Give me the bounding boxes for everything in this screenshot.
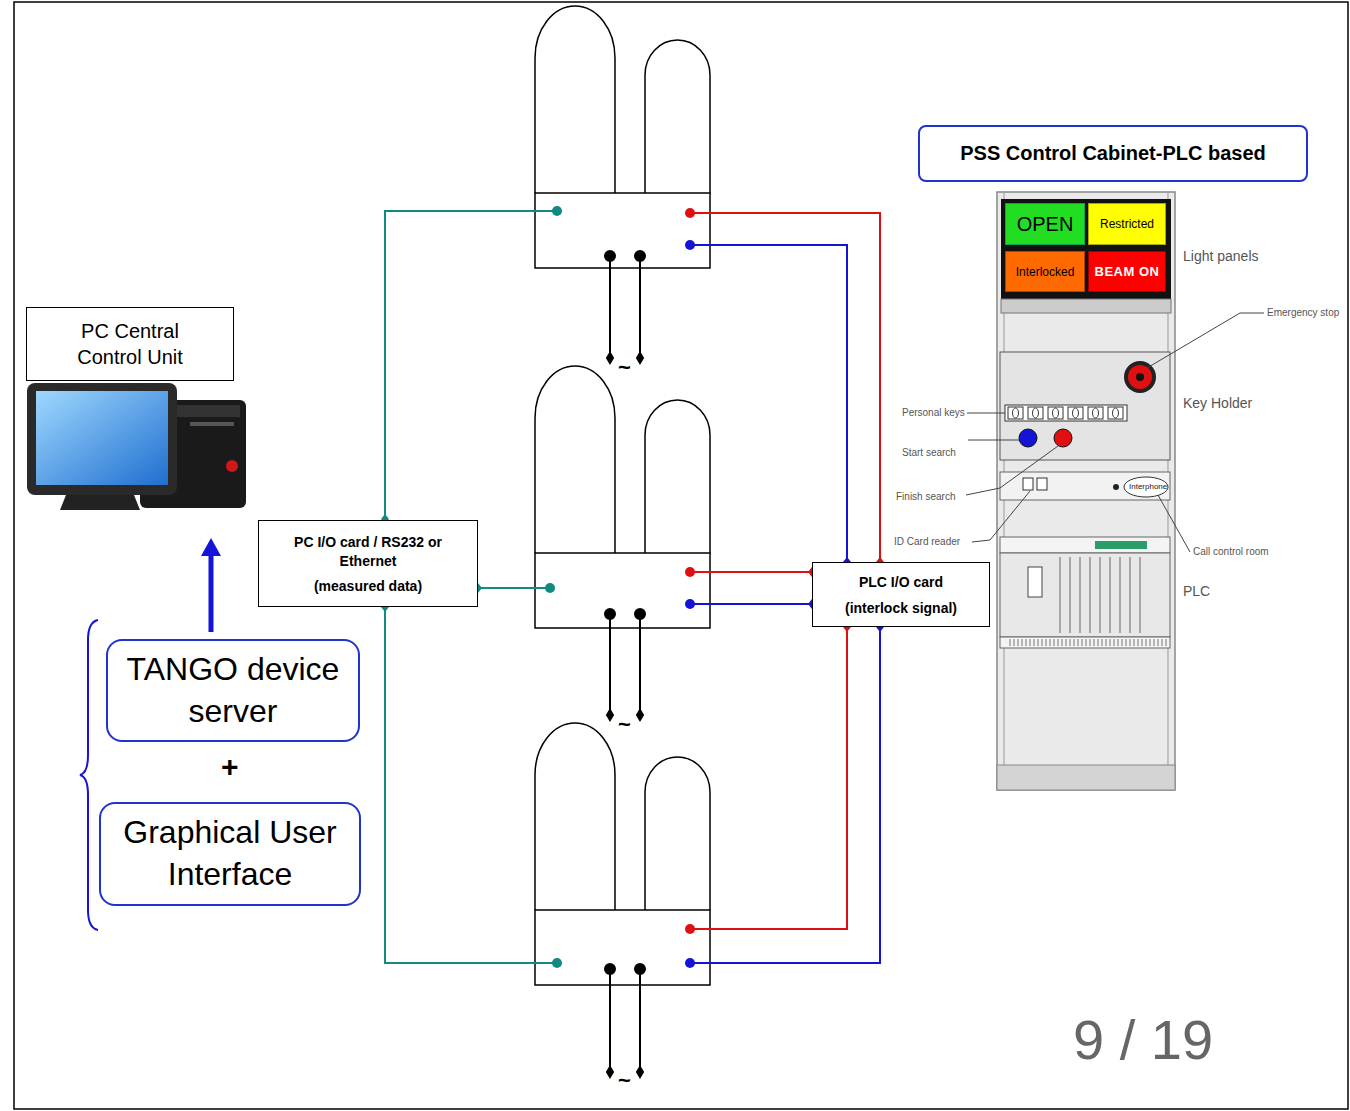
part-label: Interphone (1129, 483, 1167, 491)
pss-cabinet (997, 192, 1175, 790)
part-label: Emergency stop (1267, 308, 1339, 318)
software-box: Graphical User Interface (99, 802, 361, 906)
ac-symbol: ~ (618, 357, 631, 379)
io-card-box: PC I/O card / RS232 or Ethernet (measured… (258, 520, 478, 607)
node-text: Restricted (1100, 217, 1154, 231)
page-number: 9 / 19 (1073, 1012, 1213, 1068)
light-panel: BEAM ON (1088, 251, 1166, 292)
part-label: Start search (902, 448, 956, 458)
part-label: + (221, 752, 239, 782)
part-label: ID Card reader (894, 537, 960, 547)
node-text: PC I/O card / RS232 or Ethernet (266, 533, 471, 571)
brace (80, 620, 98, 930)
node-text: TANGO device server (113, 649, 353, 732)
node-text: (interlock signal) (845, 600, 957, 616)
part-label: Finish search (896, 492, 955, 502)
flow-arrow (201, 538, 221, 632)
node-text: PC Central Control Unit (68, 318, 193, 370)
detector (535, 723, 710, 985)
computer-icon (27, 383, 246, 510)
ac-symbol: ~ (618, 1070, 631, 1092)
title-box: PSS Control Cabinet-PLC based (918, 125, 1308, 182)
node-text: Graphical User Interface (105, 812, 355, 895)
part-label: Personal keys (902, 408, 965, 418)
software-box: TANGO device server (106, 639, 360, 742)
light-panel: OPEN (1005, 203, 1085, 245)
light-panel: Restricted (1088, 203, 1166, 245)
part-label: Call control room (1193, 547, 1269, 557)
part-label: Key Holder (1183, 396, 1252, 410)
node-text: BEAM ON (1095, 264, 1160, 279)
detector (535, 6, 710, 268)
ac-symbol: ~ (618, 714, 631, 736)
power-cable (605, 251, 645, 1077)
node-text: (measured data) (314, 578, 422, 594)
light-panel: Interlocked (1005, 251, 1085, 292)
node-text: PSS Control Cabinet-PLC based (960, 142, 1266, 165)
detector (535, 366, 710, 628)
io-card-box: PLC I/O card (interlock signal) (812, 562, 990, 627)
leader-line (966, 313, 1264, 552)
label-box: PC Central Control Unit (26, 307, 234, 381)
part-label: Light panels (1183, 249, 1259, 263)
node-text: PLC I/O card (859, 574, 943, 590)
node-text: Interlocked (1016, 265, 1075, 279)
part-label: PLC (1183, 584, 1210, 598)
node-text: OPEN (1017, 213, 1074, 236)
